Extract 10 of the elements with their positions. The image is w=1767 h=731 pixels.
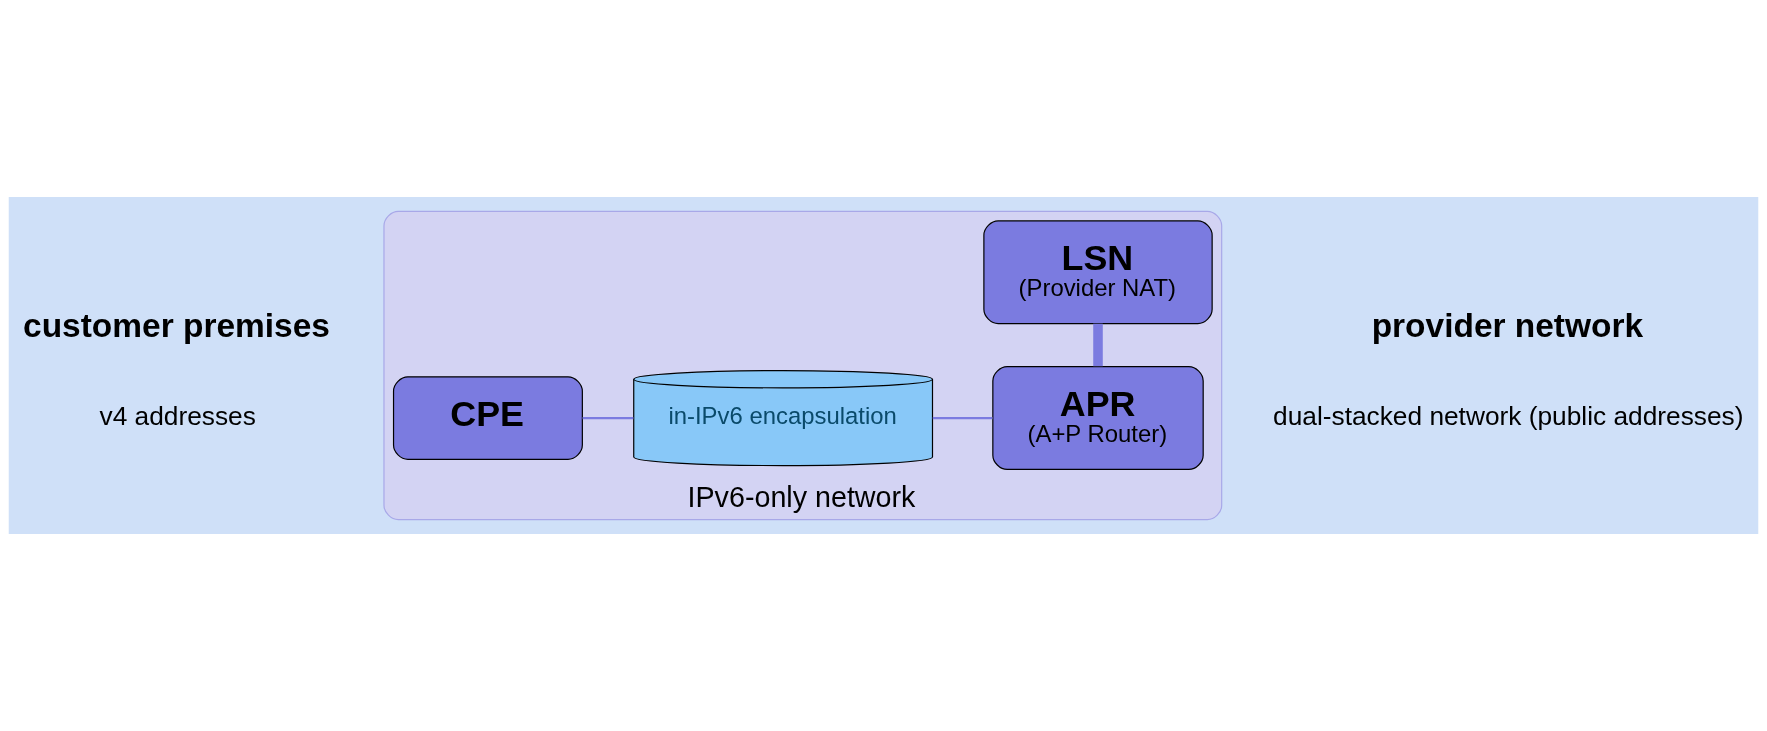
connector xyxy=(1093,323,1103,367)
label: dual-stacked network (public addresses) xyxy=(1273,400,1744,431)
label: v4 addresses xyxy=(99,400,256,431)
node-box: APR (A+P Router) xyxy=(992,366,1204,471)
node-box: CPE xyxy=(392,376,583,460)
connector xyxy=(582,416,634,420)
connector xyxy=(932,416,993,420)
label: provider network xyxy=(1371,306,1644,344)
node-box: LSN (Provider NAT) xyxy=(983,220,1213,325)
label: customer premises xyxy=(23,306,330,344)
